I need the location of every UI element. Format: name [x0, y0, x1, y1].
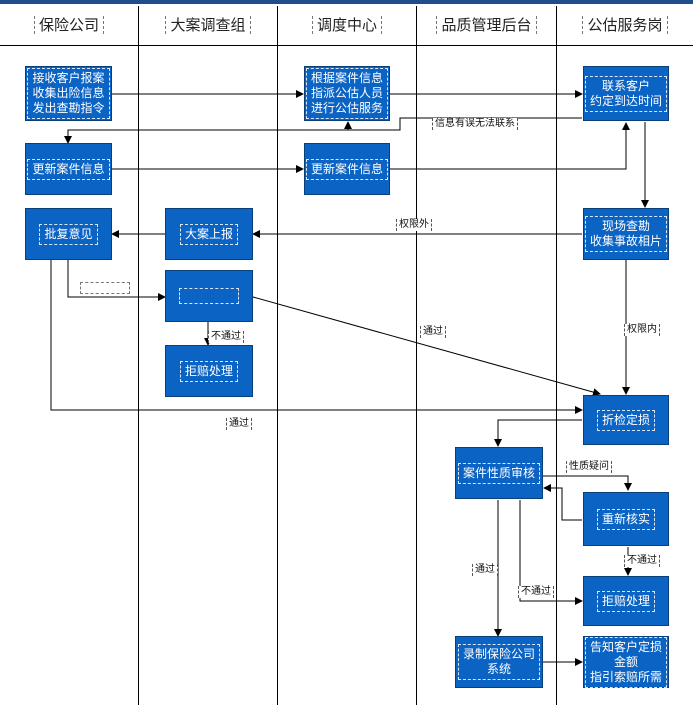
box-recheck-text: 重新核实	[596, 508, 655, 530]
arrow-review-to-reject2	[519, 500, 583, 605]
box-loss-assessment-text: 折检定损	[596, 409, 655, 431]
box-reject-1: 拒赔处理	[165, 345, 253, 397]
lane-header-quality-backend: 品质管理后台	[417, 6, 556, 44]
box-investigation-placeholder	[179, 288, 239, 304]
box-record-system-text: 录制保险公司 系统	[457, 644, 540, 680]
arrow-investigation-to-assessment	[252, 296, 601, 396]
box-update-case-dispatch: 更新案件信息	[304, 143, 390, 195]
box-investigation	[165, 270, 253, 322]
box-big-case-report: 大案上报	[165, 208, 253, 260]
lane-divider-2	[277, 6, 278, 705]
box-reject-1-text: 拒赔处理	[179, 360, 238, 382]
box-site-survey-text: 现场查勘 收集事故相片	[584, 216, 667, 252]
lane-divider-3	[416, 6, 417, 705]
box-update-case-dispatch-text: 更新案件信息	[305, 158, 388, 180]
box-reject-2: 拒赔处理	[583, 576, 669, 626]
lane-header-big-case-team: 大案调查组	[139, 6, 277, 44]
box-site-survey: 现场查勘 收集事故相片	[583, 208, 669, 260]
label-not-pass-1: 不通过	[208, 331, 244, 343]
label-not-pass-3: 不通过	[518, 586, 554, 598]
arrow-review-to-recheck	[543, 475, 632, 491]
lane-header-assessment-post: 公估服务岗	[557, 6, 693, 44]
label-over-authority: 权限外	[396, 219, 432, 231]
box-contact-customer: 联系客户 约定到达时间	[583, 66, 669, 121]
box-record-system: 录制保险公司 系统	[455, 636, 543, 688]
lane-divider-1	[138, 6, 139, 705]
label-pass-1: 通过	[420, 326, 446, 338]
box-big-case-report-text: 大案上报	[179, 223, 238, 245]
arrow-approval-to-investigation	[67, 260, 166, 301]
box-notify-customer-text: 告知客户定损 金额 指引索赔所需	[584, 636, 667, 688]
lane-header-insurer: 保险公司	[0, 6, 138, 44]
label-info-error: 信息有误无法联系	[432, 118, 518, 130]
box-dispatch-text: 根据案件信息 指派公估人员 进行公估服务	[305, 68, 388, 119]
lane-divider-4	[556, 6, 557, 705]
box-recheck: 重新核实	[583, 492, 669, 546]
box-notify-customer: 告知客户定损 金额 指引索赔所需	[583, 636, 669, 688]
box-receive-report: 接收客户报案 收集出险信息 发出查勘指令	[25, 66, 112, 121]
lane-header-dispatch-center: 调度中心	[278, 6, 416, 44]
label-pass-3: 通过	[472, 564, 498, 576]
box-update-case-insurer: 更新案件信息	[25, 143, 112, 195]
label-within-authority: 权限内	[624, 324, 660, 336]
label-blank	[80, 282, 130, 294]
box-loss-assessment: 折检定损	[583, 395, 669, 445]
box-contact-customer-text: 联系客户 约定到达时间	[584, 75, 667, 112]
box-reject-2-text: 拒赔处理	[596, 590, 655, 612]
arrow-update-dispatch-to-contact	[390, 122, 630, 170]
label-pass-2: 通过	[226, 418, 252, 430]
box-update-case-insurer-text: 更新案件信息	[27, 158, 110, 180]
arrow-assessment-to-review	[494, 419, 582, 447]
label-not-pass-2: 不通过	[624, 555, 660, 567]
label-nature-doubt: 性质疑问	[566, 461, 612, 473]
box-case-review: 案件性质审核	[455, 447, 543, 499]
arrow-approval-to-assessment	[50, 260, 583, 414]
header-divider	[0, 45, 693, 46]
box-receive-report-text: 接收客户报案 收集出险信息 发出查勘指令	[27, 68, 110, 119]
arrow-recheck-to-review	[543, 484, 582, 521]
top-border	[0, 0, 693, 4]
box-case-review-text: 案件性质审核	[457, 462, 540, 484]
box-approval: 批复意见	[25, 208, 112, 260]
box-dispatch: 根据案件信息 指派公估人员 进行公估服务	[304, 66, 390, 121]
box-approval-text: 批复意见	[39, 223, 98, 245]
